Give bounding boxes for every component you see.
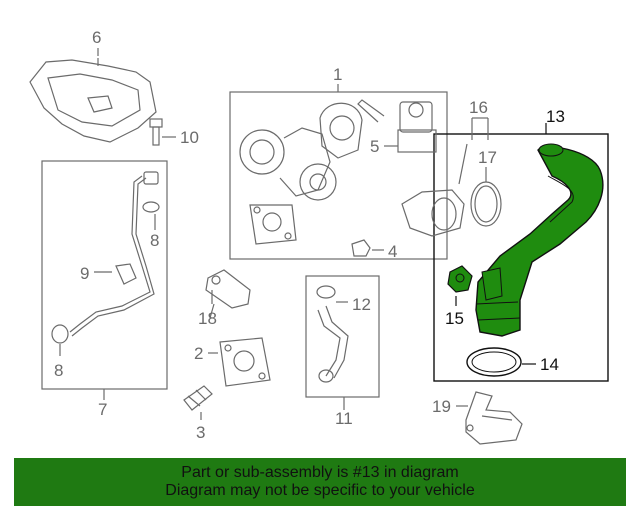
box-coolant-pipe-group [305, 275, 380, 398]
actuator-part [357, 99, 437, 153]
callout-8-lower: 8 [54, 361, 64, 380]
bolt-part-10 [149, 118, 163, 146]
callout-3: 3 [196, 423, 206, 442]
callout-19: 19 [432, 397, 451, 416]
callout-5: 5 [370, 137, 380, 156]
o-ring-part-17 [470, 167, 502, 227]
callout-6: 6 [92, 28, 102, 47]
intake-coupling-part [401, 117, 489, 237]
callout-17: 17 [478, 148, 497, 167]
callout-1: 1 [333, 65, 343, 84]
info-banner: Part or sub-assembly is #13 in diagram D… [14, 458, 626, 506]
callout-10: 10 [180, 128, 199, 147]
callout-8-upper: 8 [150, 231, 160, 250]
coolant-pipe-part [316, 285, 349, 383]
callout-9: 9 [80, 264, 90, 283]
callout-11: 11 [335, 409, 353, 428]
sensor-part-18 [205, 269, 251, 309]
gasket-part-2 [208, 337, 271, 387]
oil-line-part [69, 171, 159, 337]
o-ring-part-14 [466, 347, 536, 377]
banner-line-2: Diagram may not be specific to your vehi… [165, 482, 475, 499]
washer-part-8-upper [142, 201, 160, 230]
callout-15: 15 [445, 309, 464, 328]
callout-16: 16 [469, 98, 488, 117]
heat-shield-part [29, 58, 157, 143]
callout-2: 2 [194, 344, 204, 363]
callout-14: 14 [540, 355, 559, 374]
callout-12: 12 [352, 295, 371, 314]
washer-part-8-lower [51, 324, 69, 356]
intake-pipe-part-13 [475, 123, 604, 337]
callout-13: 13 [546, 107, 565, 126]
callout-4: 4 [388, 242, 398, 261]
box-intake-pipe-group [433, 133, 609, 382]
bracket-part-19 [456, 391, 523, 445]
turbocharger-part [239, 102, 363, 245]
parts-diagram [29, 48, 609, 445]
nut-part-4 [351, 239, 384, 257]
sensor-part-15 [447, 265, 473, 306]
callout-7: 7 [98, 400, 108, 419]
banner-line-1: Part or sub-assembly is #13 in diagram [181, 464, 459, 481]
callout-18: 18 [198, 309, 217, 328]
stud-part-3 [183, 385, 213, 420]
